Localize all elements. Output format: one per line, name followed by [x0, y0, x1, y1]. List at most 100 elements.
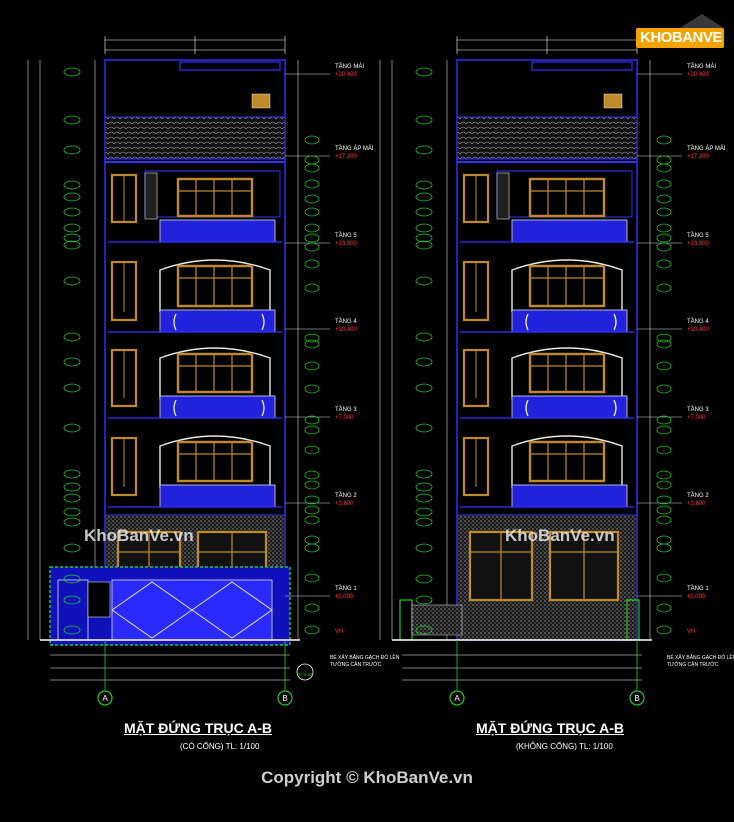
- grid-tag-right: [656, 573, 672, 583]
- grid-tag-right: [304, 333, 320, 343]
- grid-tag-left: [63, 115, 81, 125]
- grid-tag-right: [656, 223, 672, 233]
- grid-tag-right: [304, 223, 320, 233]
- grid-tag-left: [63, 543, 81, 553]
- axis-bubble: [97, 690, 113, 706]
- grid-tag-right: [656, 233, 672, 243]
- level-label: TẦNG MÁI: [687, 63, 716, 70]
- grid-tag-right: [304, 480, 320, 490]
- section-tag: RT-6-03: [298, 672, 313, 677]
- grid-tag-right: [304, 361, 320, 371]
- grid-tag-left: [415, 507, 433, 517]
- drawing-subtitle-right: (KHÔNG CỔNG) TL: 1/100: [516, 742, 613, 751]
- grid-tag-left: [63, 233, 81, 243]
- grid-tag-right: [304, 339, 320, 349]
- level-label: TẦNG ÁP MÁI: [335, 145, 374, 152]
- grid-tag-right: [656, 470, 672, 480]
- grid-tag-right: [656, 535, 672, 545]
- grid-tag-left: [415, 145, 433, 155]
- grid-tag-right: [656, 163, 672, 173]
- baluster-ornament: [525, 399, 617, 417]
- grid-tag-left: [63, 595, 81, 605]
- grid-tag-left: [63, 423, 81, 433]
- grid-tag-left: [415, 192, 433, 202]
- arch-frame: [159, 259, 271, 312]
- balcony-rail: [159, 309, 276, 333]
- grid-tag-right: [304, 242, 320, 252]
- balcony-rail: [159, 395, 276, 419]
- balcony-rail: [511, 395, 628, 419]
- grid-tag-right: [656, 207, 672, 217]
- grid-tag-left: [63, 507, 81, 517]
- grid-tag-left: [63, 145, 81, 155]
- gate-mailbox: [87, 581, 111, 618]
- arch-frame: [511, 435, 623, 487]
- grid-tag-left: [415, 574, 433, 584]
- grid-tag-right: [656, 543, 672, 553]
- axis-label: A: [102, 694, 108, 703]
- grid-tag-right: [656, 155, 672, 165]
- main-window: [176, 177, 254, 218]
- grid-tag-left: [415, 240, 433, 250]
- axis-label: B: [282, 694, 287, 703]
- arch-frame: [159, 435, 271, 487]
- grid-tag-right: [656, 333, 672, 343]
- axis-label: A: [454, 694, 460, 703]
- level-label: TẦNG 3: [335, 406, 357, 413]
- level-value: ±0.000: [687, 594, 706, 600]
- level-value: +3.600: [687, 501, 706, 507]
- grid-tag-left: [415, 543, 433, 553]
- grid-tag-right: [304, 603, 320, 613]
- grid-tag-right: [656, 361, 672, 371]
- grid-tag-right: [304, 384, 320, 394]
- axis-label: B: [634, 694, 639, 703]
- level-label: TẦNG 4: [687, 318, 709, 325]
- roof-vent: [603, 93, 623, 109]
- grid-tag-right: [304, 194, 320, 204]
- watermark-left: KhoBanVe.vn: [84, 526, 194, 545]
- grid-tag-right: [304, 179, 320, 189]
- grid-tag-left: [415, 383, 433, 393]
- level-value: +20.400: [687, 72, 710, 78]
- grid-tag-right: [656, 259, 672, 269]
- gate-diamond: [111, 581, 273, 639]
- grid-tag-right: [656, 425, 672, 435]
- baluster-ornament: [173, 399, 265, 417]
- grid-tag-right: [304, 155, 320, 165]
- grid-tag-right: [656, 495, 672, 505]
- arch-frame: [511, 259, 623, 312]
- drawing-title-left: MẶT ĐỨNG TRỤC A-B: [124, 720, 272, 736]
- grid-tag-left: [63, 482, 81, 492]
- grid-tag-right: [656, 242, 672, 252]
- grid-tag-left: [415, 469, 433, 479]
- balcony-rail: [159, 484, 276, 508]
- axis-bubble: [277, 690, 293, 706]
- level-value: +13.800: [687, 241, 710, 247]
- grid-tag-left: [415, 233, 433, 243]
- grid-tag-right: [304, 445, 320, 455]
- level-value: +17.200: [335, 154, 358, 160]
- baluster-ornament: [525, 313, 617, 331]
- base-tag-left: [399, 599, 413, 641]
- main-window: [176, 440, 254, 483]
- section-bubble: [296, 663, 314, 681]
- grid-tag-left: [63, 332, 81, 342]
- grid-tag-left: [63, 517, 81, 527]
- grid-tag-right: [304, 135, 320, 145]
- grid-tag-right: [304, 425, 320, 435]
- level-label: TẦNG 1: [687, 585, 709, 592]
- grid-tag-right: [656, 283, 672, 293]
- balcony-rail: [511, 309, 628, 333]
- level-label: TẦNG 3: [687, 406, 709, 413]
- drawing-subtitle-left: (CÓ CỔNG) TL: 1/100: [180, 742, 260, 751]
- main-window: [176, 264, 254, 308]
- grid-tag-left: [63, 223, 81, 233]
- grid-tag-left: [415, 115, 433, 125]
- level-label: TẦNG 5: [335, 232, 357, 239]
- logo-badge: [636, 28, 724, 48]
- level-value: +13.800: [335, 241, 358, 247]
- axis-bubble: [629, 690, 645, 706]
- grid-tag-right: [304, 535, 320, 545]
